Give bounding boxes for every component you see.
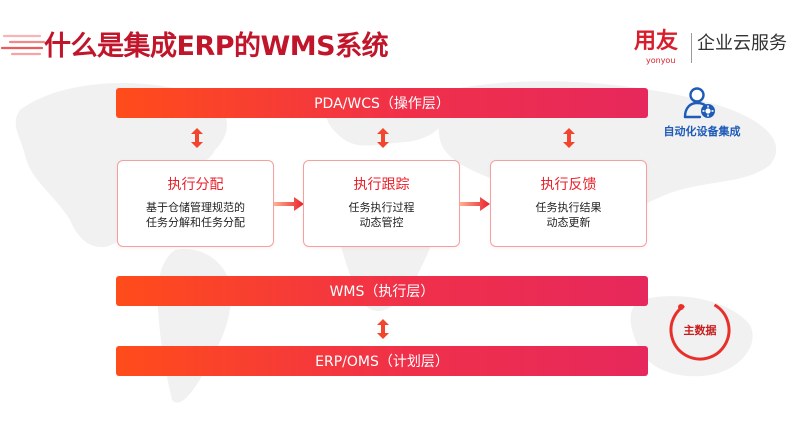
- card-execution-feedback: 执行反馈 任务执行结果 动态更新: [490, 160, 647, 247]
- layer-pda-wcs-label: PDA/WCS（操作层）: [314, 96, 450, 112]
- card-description: 基于仓储管理规范的: [146, 201, 245, 214]
- logo-tagline: 企业云服务: [697, 33, 787, 54]
- yonyou-logo: 用友 yonyou 企业云服务: [634, 27, 804, 71]
- layer-erp-oms: ERP/OMS（计划层）: [116, 346, 648, 376]
- layer-wms: WMS（执行层）: [116, 276, 648, 306]
- card-title: 执行跟踪: [353, 177, 410, 193]
- double-arrow-icon: [377, 128, 389, 148]
- layer-pda-wcs: PDA/WCS（操作层）: [116, 88, 648, 118]
- page-title: 什么是集成ERP的WMS系统: [44, 31, 389, 62]
- logo-divider: [691, 33, 692, 63]
- card-description: 任务执行过程: [348, 201, 415, 214]
- logo-mark: 用友: [634, 29, 679, 54]
- user-gear-icon: [683, 87, 715, 119]
- card-execution-assignment: 执行分配 基于仓储管理规范的 任务分解和任务分配: [117, 160, 274, 247]
- double-arrow-icon: [191, 128, 203, 148]
- double-arrow-icon: [377, 319, 389, 339]
- right-arrow-icon: [274, 197, 304, 211]
- layer-erp-oms-label: ERP/OMS（计划层）: [315, 354, 449, 370]
- card-description: 任务执行结果: [535, 201, 602, 214]
- card-title: 执行分配: [167, 177, 224, 193]
- layer-wms-label: WMS（执行层）: [329, 284, 435, 300]
- master-data-label: 主数据: [683, 324, 717, 337]
- right-arrow-icon: [460, 197, 490, 211]
- logo-subtext: yonyou: [646, 56, 676, 65]
- card-execution-tracking: 执行跟踪 任务执行过程 动态管控: [303, 160, 460, 247]
- card-description: 动态管控: [359, 216, 404, 229]
- master-data-ring-icon: [669, 299, 731, 361]
- double-arrow-icon: [563, 128, 575, 148]
- card-description: 动态更新: [546, 216, 591, 229]
- title-decoration-stripes: [0, 34, 46, 56]
- card-description: 任务分解和任务分配: [146, 216, 245, 229]
- device-integration-label: 自动化设备集成: [663, 125, 741, 138]
- card-title: 执行反馈: [540, 177, 597, 193]
